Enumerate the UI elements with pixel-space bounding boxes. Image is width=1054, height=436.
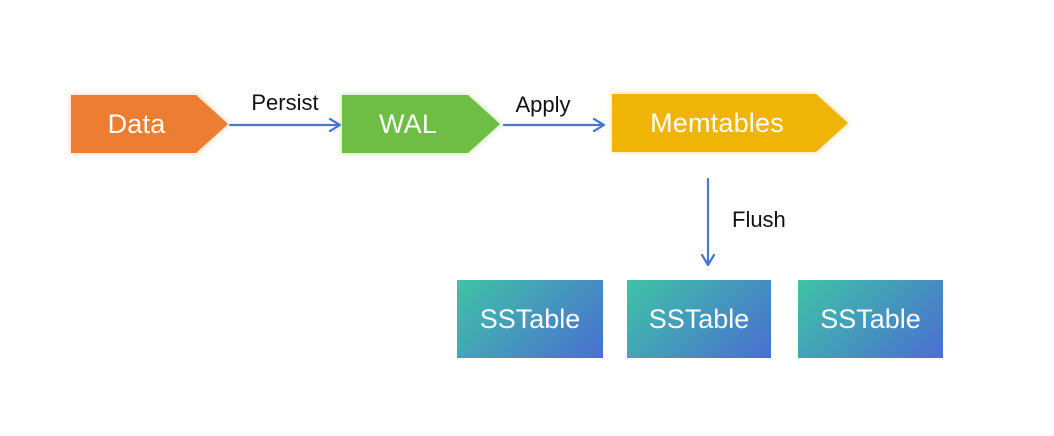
down-arrow-icon — [700, 177, 716, 267]
node-sstable-1: SSTable — [457, 280, 603, 358]
node-memtables-label: Memtables — [650, 107, 784, 138]
node-sstable-3: SSTable — [798, 280, 943, 358]
arrow-persist — [228, 115, 343, 135]
wal-chevron-shape: WAL — [342, 95, 500, 153]
node-sstable-1-label: SSTable — [479, 303, 581, 334]
node-memtables: Memtables — [612, 94, 848, 152]
node-data: Data — [71, 95, 228, 153]
node-sstable-2: SSTable — [627, 280, 771, 358]
node-wal: WAL — [342, 95, 500, 153]
memtables-chevron-shape: Memtables — [612, 94, 848, 152]
right-arrow-icon — [502, 117, 606, 133]
right-arrow-icon — [228, 117, 342, 133]
node-sstable-2-label: SSTable — [648, 303, 750, 334]
node-sstable-3-label: SSTable — [820, 303, 921, 334]
edge-label-persist: Persist — [251, 90, 319, 115]
edge-label-flush: Flush — [732, 207, 786, 232]
node-data-label: Data — [107, 108, 166, 139]
data-chevron-shape: Data — [71, 95, 228, 153]
arrow-apply — [502, 115, 607, 135]
edge-label-apply: Apply — [515, 92, 571, 117]
node-wal-label: WAL — [378, 108, 438, 139]
arrow-flush — [698, 177, 718, 268]
